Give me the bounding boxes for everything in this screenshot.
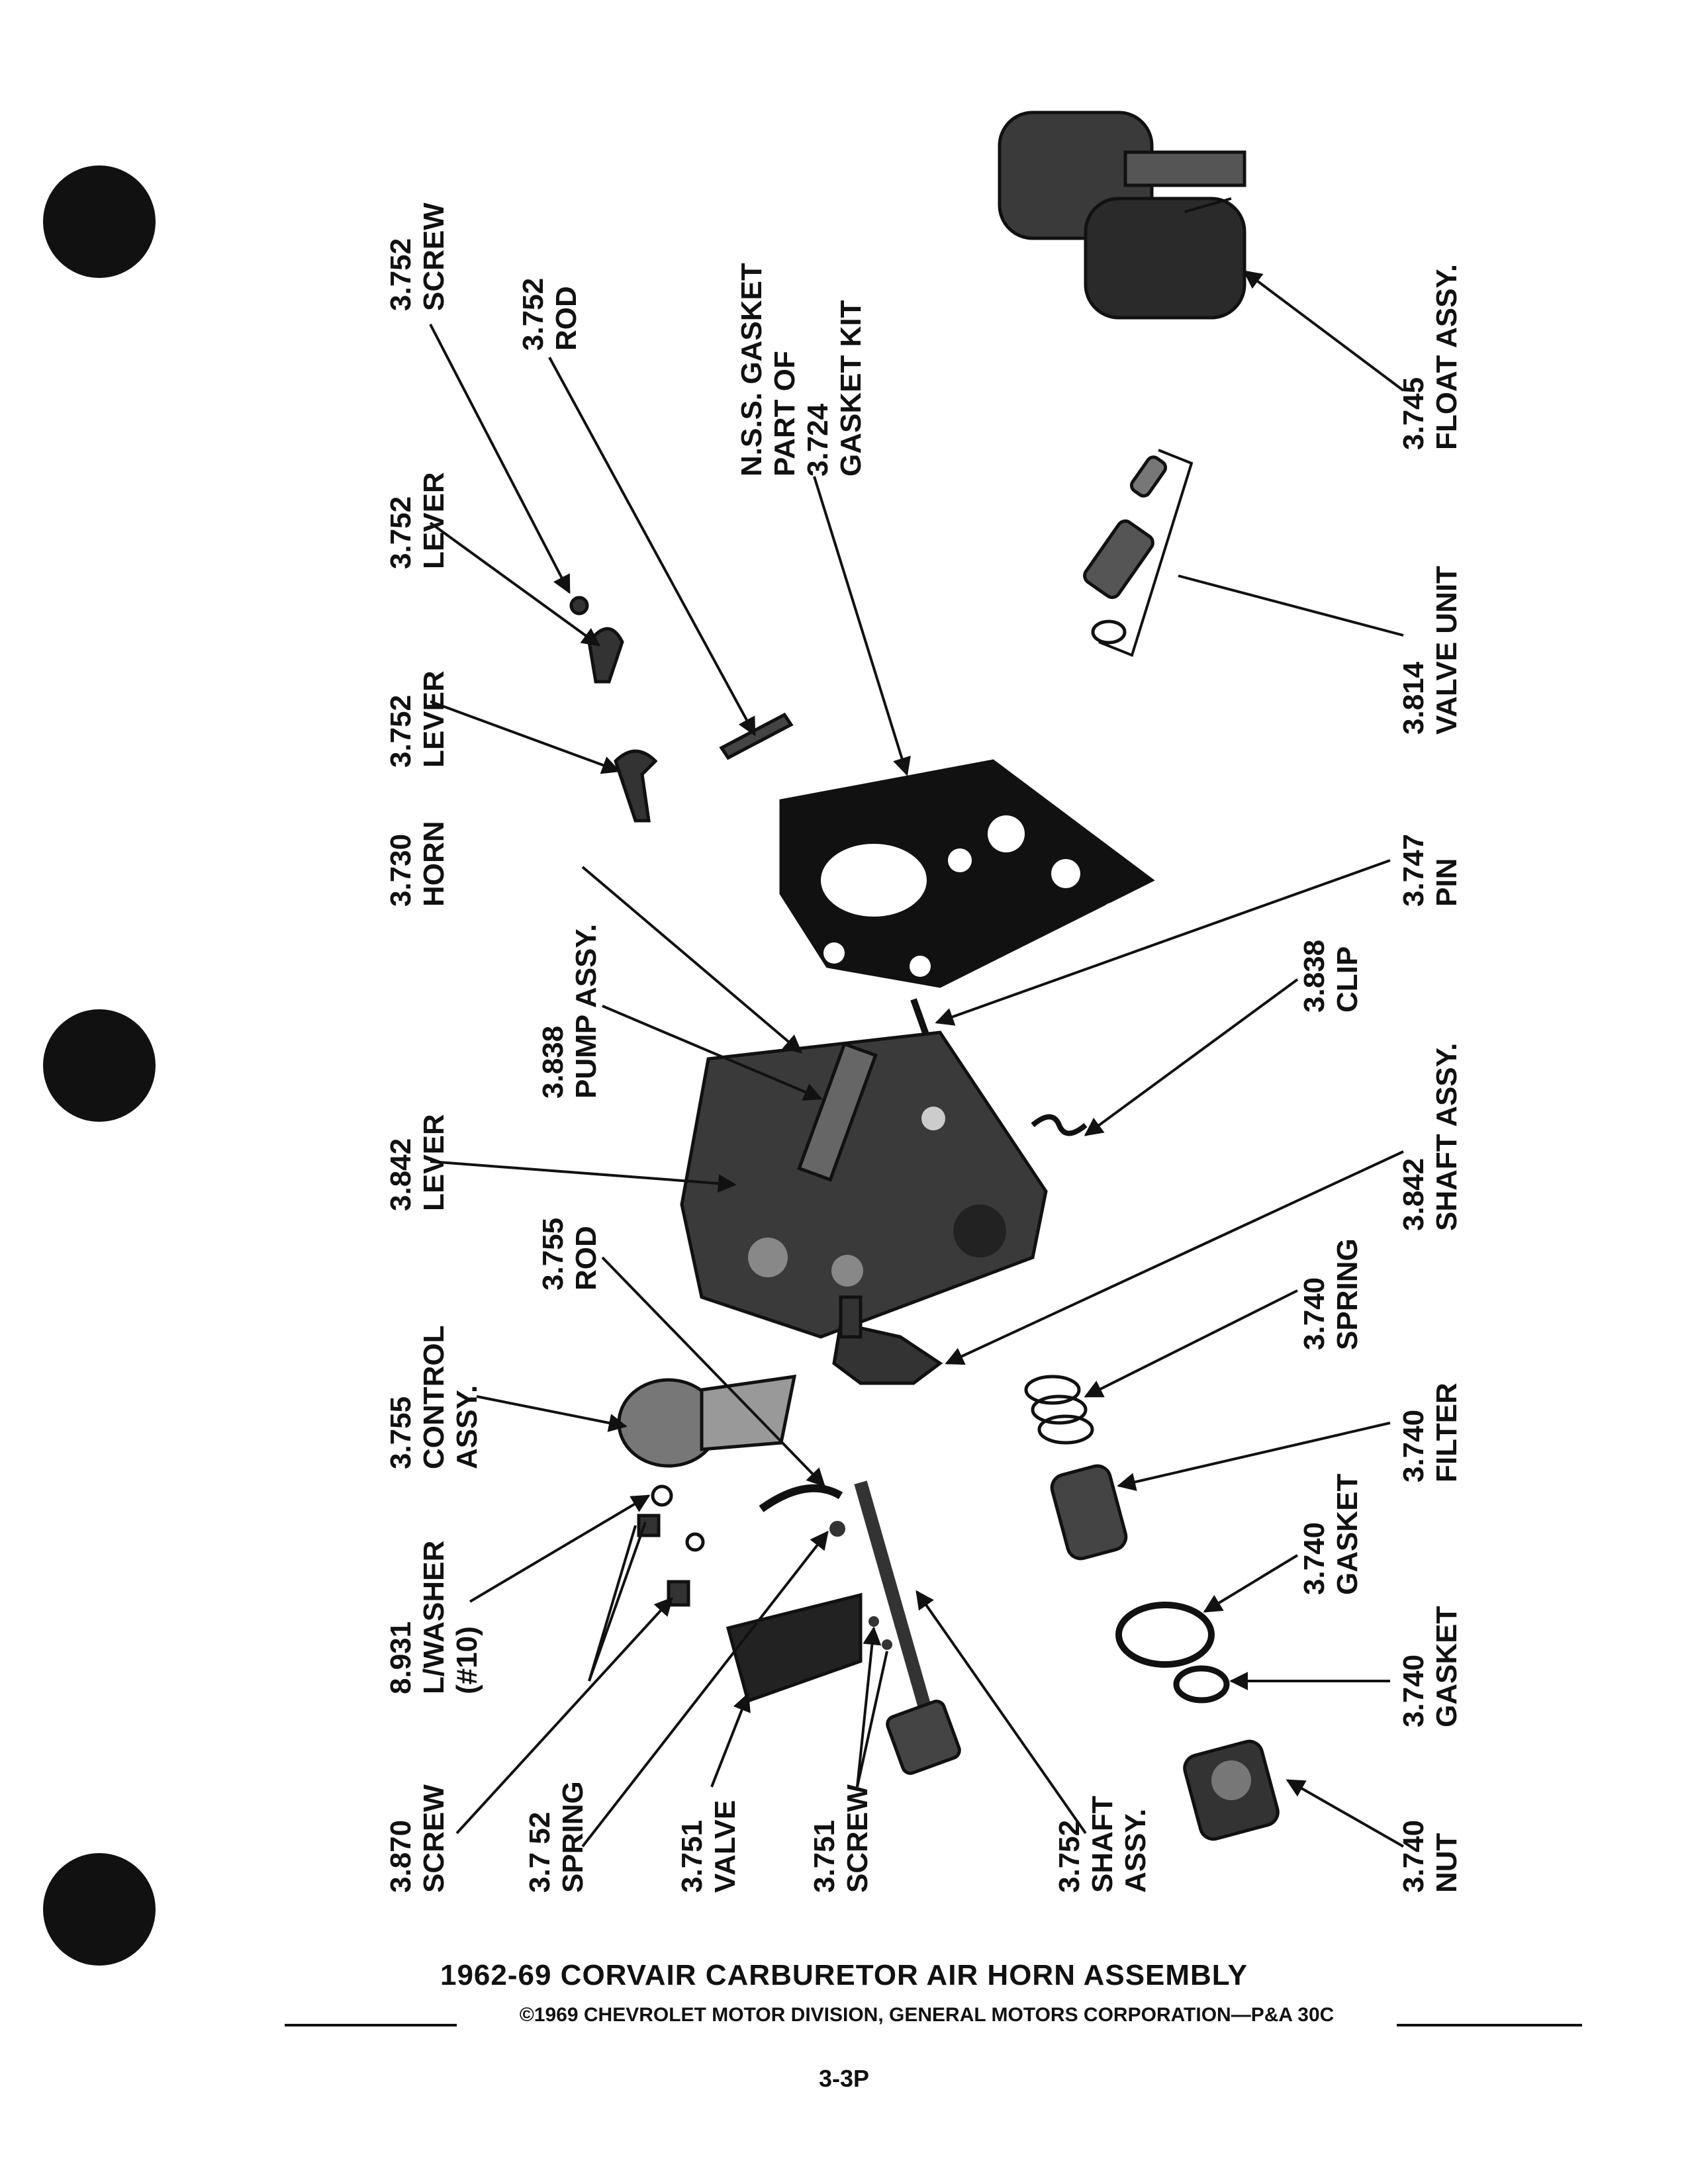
spring-part — [1024, 1375, 1094, 1445]
callout-3751-valve: 3.751VALVE — [676, 1800, 741, 1893]
float-assembly-part — [998, 111, 1246, 320]
filter-part — [1050, 1464, 1128, 1561]
callout-3755-rod: 3.755ROD — [537, 1218, 602, 1291]
valve-unit-part — [1083, 449, 1194, 657]
copyright-row: ©1969 CHEVROLET MOTOR DIVISION, GENERAL … — [285, 1999, 1582, 2038]
callout-8931-lock-washer: 8.931L/WASHER(#10) — [385, 1541, 483, 1694]
callout-3752-lever-upper: 3.752LEVER — [385, 472, 450, 569]
callout-3838-pump-assy: 3.838PUMP ASSY. — [537, 924, 602, 1099]
callout-3838-clip: 3.838CLIP — [1298, 940, 1364, 1013]
callout-3842-shaft-assy: 3.842SHAFT ASSY. — [1397, 1043, 1463, 1231]
callout-nss-gasket: N.S.S. GASKETPART OF3.724GASKET KIT — [735, 263, 867, 477]
air-horn-part — [680, 1030, 1048, 1339]
callout-3814-valve-unit: 3.814VALVE UNIT — [1397, 566, 1463, 735]
leader-lines — [429, 270, 1405, 1848]
callout-3752-lever-lower: 3.752LEVER — [385, 670, 450, 768]
nut-part — [1183, 1739, 1280, 1841]
gasket-small-part — [1173, 1665, 1230, 1704]
callout-3752-shaft-assy: 3.752SHAFTASSY. — [1053, 1796, 1152, 1893]
rule-right — [1397, 2024, 1582, 2026]
callout-3752-rod: 3.752ROD — [517, 278, 583, 351]
callout-3752-spring: 3.7 52SPRING — [524, 1781, 589, 1893]
top-small-parts — [569, 596, 794, 823]
control-assembly-part — [617, 1375, 797, 1468]
binder-hole-top — [43, 165, 156, 278]
valve-plate-part — [726, 1592, 863, 1704]
page-number: 3-3P — [818, 2065, 870, 2092]
callout-3740-filter: 3.740FILTER — [1397, 1383, 1463, 1482]
small-hardware-left — [637, 1484, 845, 1607]
callout-3740-spring: 3.740SPRING — [1298, 1238, 1364, 1350]
clip-part — [1031, 1114, 1088, 1136]
gasket-large-part — [1115, 1602, 1215, 1668]
binder-hole-middle — [43, 1009, 156, 1122]
shaft-assembly-part — [854, 1480, 961, 1775]
callout-3755-control-assy: 3.755CONTROLASSY. — [385, 1325, 483, 1469]
callout-3752-screw: 3.752SCREW — [385, 203, 450, 311]
binder-hole-bottom — [43, 1853, 156, 1966]
callout-labels: 3.752SCREW 3.752ROD N.S.S. GASKETPART OF… — [385, 203, 1463, 1893]
copyright-notice: ©1969 CHEVROLET MOTOR DIVISION, GENERAL … — [519, 2004, 1335, 2026]
callout-3842-lever: 3.842LEVER — [385, 1114, 450, 1211]
callout-3730-horn: 3.730HORN — [385, 821, 450, 907]
callout-3751-screw: 3.751SCREW — [808, 1784, 874, 1893]
callout-3745-float-assy: 3.745FLOAT ASSY. — [1397, 264, 1463, 450]
callout-3740-gasket-lower: 3.740GASKET — [1397, 1606, 1463, 1727]
gasket-part — [779, 759, 1155, 988]
callout-3747-pin: 3.747PIN — [1397, 834, 1463, 907]
lever-shaft-part — [832, 1295, 943, 1385]
page-title: 1962-69 CORVAIR CARBURETOR AIR HORN ASSE… — [440, 1959, 1248, 1991]
callout-3870-screw: 3.870SCREW — [385, 1784, 450, 1893]
callout-3740-nut: 3.740NUT — [1397, 1820, 1463, 1893]
callout-3740-gasket-upper: 3.740GASKET — [1298, 1474, 1364, 1595]
rule-left — [285, 2024, 457, 2026]
